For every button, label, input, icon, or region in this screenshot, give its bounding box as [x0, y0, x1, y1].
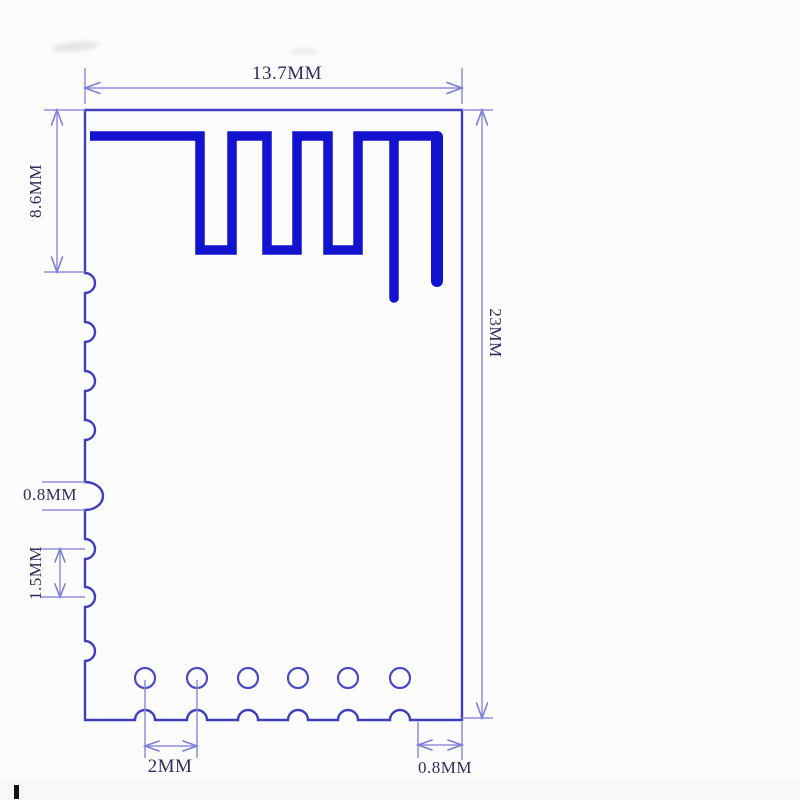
board-outline-group	[83, 108, 464, 722]
paper-smudge	[290, 48, 318, 55]
label-antenna-zone-height: 8.6MM	[26, 164, 45, 218]
arrowhead-down	[54, 583, 66, 600]
label-total-height: 23MM	[486, 308, 505, 358]
through-hole	[286, 666, 310, 690]
dimension-total-height	[462, 107, 493, 721]
arrowhead-down	[50, 256, 64, 275]
label-width-top: 13.7MM	[251, 63, 323, 84]
arrowhead-up	[54, 546, 66, 563]
arrowhead-left	[415, 739, 433, 751]
through-hole	[388, 666, 412, 690]
scan-artifact-band	[0, 779, 800, 800]
board-outline	[83, 108, 464, 722]
arrowhead-right	[446, 81, 465, 95]
antenna-group	[90, 131, 443, 303]
arrowhead-right	[182, 740, 200, 752]
arrowhead-left	[82, 81, 101, 95]
arrowhead-up	[475, 107, 489, 126]
through-hole	[236, 666, 260, 690]
label-hole-pitch: 2MM	[147, 756, 193, 777]
dimension-hole-pitch	[142, 680, 200, 758]
arrowhead-down	[475, 702, 489, 721]
dimension-right-margin	[415, 722, 465, 760]
through-hole	[336, 666, 360, 690]
through-holes	[133, 666, 412, 690]
dimension-castellation-pitch	[40, 546, 85, 600]
arrowhead-up	[50, 107, 64, 126]
corner-crop-mark	[14, 785, 19, 799]
label-right-margin: 0.8MM	[418, 758, 472, 777]
antenna-trace	[90, 131, 437, 255]
callout-castellation-size	[42, 481, 85, 511]
arrowhead-right	[447, 739, 465, 751]
dimension-width-top	[82, 68, 465, 104]
arrowhead-left	[142, 740, 160, 752]
dimension-antenna-height	[44, 107, 85, 275]
label-castellation-pitch: 1.5MM	[26, 546, 45, 600]
label-castellation-size: 0.8MM	[23, 485, 77, 504]
